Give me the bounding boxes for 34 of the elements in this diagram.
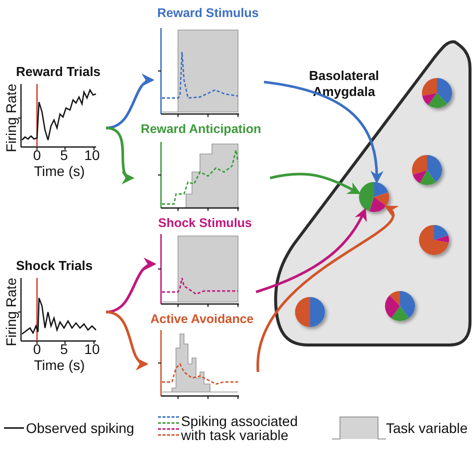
arrow bbox=[106, 310, 149, 368]
tick-label: 0 bbox=[33, 148, 41, 163]
axis-label: Firing Rate bbox=[3, 277, 19, 347]
legend-label: Task variable bbox=[386, 421, 469, 435]
arrow bbox=[270, 172, 361, 194]
pie-chart bbox=[359, 182, 389, 212]
pie-chart bbox=[419, 225, 449, 255]
pie-chart bbox=[412, 155, 442, 185]
legend-label: Observed spiking bbox=[26, 421, 136, 435]
tick-label: 10 bbox=[84, 148, 100, 163]
plot-title: Shock Trials bbox=[16, 258, 93, 273]
axis-label: Firing Rate bbox=[3, 83, 19, 153]
panel-title: Reward Anticipation bbox=[140, 122, 262, 137]
arrow bbox=[106, 76, 155, 130]
panel-title: Shock Stimulus bbox=[157, 216, 253, 231]
plot-title: Reward Trials bbox=[16, 64, 101, 79]
axis-label: Time (s) bbox=[34, 357, 85, 373]
tick-label: 5 bbox=[60, 148, 68, 163]
tick-label: 5 bbox=[60, 342, 68, 357]
pie-chart bbox=[295, 297, 325, 327]
arrow bbox=[256, 205, 399, 372]
tick-label: 10 bbox=[84, 342, 100, 357]
panel-title: Reward Stimulus bbox=[156, 6, 260, 21]
arrow bbox=[106, 260, 157, 314]
region-title: Basolateral Amygdala bbox=[308, 68, 380, 100]
arrow bbox=[256, 208, 366, 294]
axis-label: Time (s) bbox=[34, 163, 85, 179]
pie-chart bbox=[422, 78, 452, 108]
tick-label: 0 bbox=[33, 342, 41, 357]
pie-chart bbox=[385, 291, 415, 321]
legend-label: Spiking associated with task variable bbox=[181, 414, 299, 442]
arrow bbox=[106, 126, 135, 182]
panel-title: Active Avoidance bbox=[149, 312, 255, 327]
arrow bbox=[264, 80, 384, 184]
